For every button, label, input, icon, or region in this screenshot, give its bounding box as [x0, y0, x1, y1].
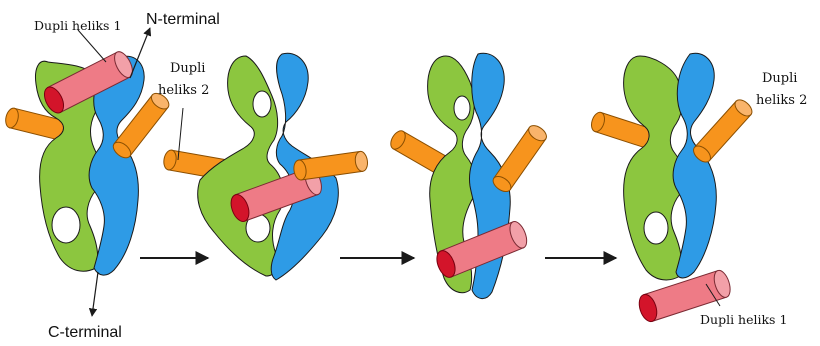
- label-helix2-b-line2: heliks 2: [756, 93, 807, 108]
- label-helix2-b-line1: Dupli: [762, 71, 797, 86]
- stage-3-complex: [388, 53, 549, 298]
- green-hole: [454, 96, 470, 120]
- blue-subunit: [673, 53, 716, 278]
- green-hole: [253, 91, 271, 117]
- label-helix2-a-line2: heliks 2: [158, 83, 209, 98]
- stage-1-complex: [4, 49, 172, 275]
- label-helix2-a-line1: Dupli: [170, 61, 205, 76]
- label-c-terminal: C-terminal: [48, 324, 122, 341]
- label-helix1-top: Dupli heliks 1: [34, 18, 121, 33]
- label-helix1-bottom: Dupli heliks 1: [700, 312, 787, 327]
- green-hole: [52, 207, 80, 243]
- leader-helix1-top: [78, 30, 106, 62]
- stage-4-complex: [589, 53, 755, 324]
- green-hole: [644, 212, 668, 244]
- leader-c-terminal: [92, 272, 98, 316]
- helix2-tube-right: [490, 123, 549, 195]
- label-n-terminal: N-terminal: [146, 11, 220, 28]
